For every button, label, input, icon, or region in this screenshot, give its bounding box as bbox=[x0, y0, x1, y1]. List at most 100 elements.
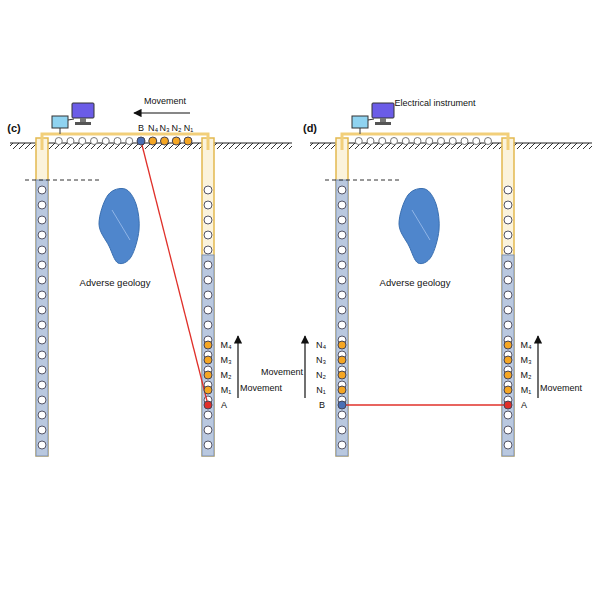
electrode-label: N₃ bbox=[316, 356, 326, 365]
borehole-electrode bbox=[38, 321, 46, 329]
surface-electrode bbox=[414, 138, 421, 145]
borehole-electrode bbox=[38, 336, 46, 344]
borehole-water bbox=[502, 255, 514, 456]
borehole-electrode bbox=[38, 366, 46, 374]
borehole-electrode bbox=[38, 276, 46, 284]
active-electrode bbox=[338, 386, 346, 394]
panel-illustration bbox=[305, 103, 592, 456]
computer-base bbox=[375, 122, 391, 125]
movement-arrow bbox=[537, 336, 538, 398]
borehole-electrode bbox=[204, 426, 212, 434]
surface-electrode bbox=[138, 138, 145, 145]
surface-electrode bbox=[79, 138, 86, 145]
borehole-electrode bbox=[38, 381, 46, 389]
borehole-electrode bbox=[504, 321, 512, 329]
movement-arrow bbox=[304, 336, 305, 398]
borehole-electrode bbox=[38, 351, 46, 359]
electrode-label: M₂ bbox=[521, 371, 532, 380]
borehole-water bbox=[202, 255, 214, 456]
active-electrode bbox=[504, 386, 512, 394]
active-electrode bbox=[204, 401, 212, 409]
borehole-electrode bbox=[504, 216, 512, 224]
borehole bbox=[502, 138, 514, 456]
electrode-label: M₄ bbox=[220, 341, 231, 350]
borehole-electrode bbox=[338, 216, 346, 224]
movement-label: Movement bbox=[261, 368, 303, 377]
electrode-label: M₁ bbox=[221, 386, 232, 395]
borehole-electrode bbox=[338, 186, 346, 194]
borehole-electrode bbox=[338, 231, 346, 239]
measurement-line bbox=[342, 404, 508, 405]
electrode-label: N₂ bbox=[316, 371, 326, 380]
active-electrode bbox=[504, 371, 512, 379]
instrument-label: Electrical instrument bbox=[394, 99, 475, 108]
active-electrode bbox=[338, 341, 346, 349]
borehole-electrode bbox=[204, 306, 212, 314]
geology-streak bbox=[112, 210, 130, 240]
borehole-water bbox=[336, 180, 348, 456]
surface-electrode bbox=[379, 138, 386, 145]
cable bbox=[342, 134, 508, 150]
cable-lead bbox=[359, 128, 360, 134]
borehole-electrode bbox=[38, 201, 46, 209]
borehole-electrode bbox=[504, 276, 512, 284]
active-electrode bbox=[161, 137, 169, 145]
borehole-electrode bbox=[204, 291, 212, 299]
borehole-electrode bbox=[38, 411, 46, 419]
surface-electrode bbox=[185, 138, 192, 145]
borehole-electrode bbox=[504, 261, 512, 269]
electrode-label: B bbox=[138, 124, 144, 133]
surface-electrode bbox=[91, 138, 98, 145]
borehole-electrode bbox=[504, 231, 512, 239]
borehole-electrode bbox=[504, 201, 512, 209]
borehole-electrode bbox=[38, 306, 46, 314]
borehole-electrode bbox=[504, 411, 512, 419]
panel-illustration bbox=[10, 103, 292, 456]
borehole-electrode bbox=[338, 306, 346, 314]
active-electrode bbox=[504, 356, 512, 364]
borehole-electrode bbox=[204, 411, 212, 419]
borehole-electrode bbox=[204, 441, 212, 449]
electrode-label: A bbox=[221, 401, 227, 410]
adverse-geology-body bbox=[399, 188, 439, 263]
instrument-box bbox=[52, 116, 68, 128]
active-electrode bbox=[172, 137, 180, 145]
water-level bbox=[25, 180, 100, 181]
surface-electrode bbox=[485, 138, 492, 145]
borehole-electrode bbox=[38, 231, 46, 239]
computer-monitor bbox=[372, 103, 394, 118]
surface-electrode bbox=[461, 138, 468, 145]
borehole-electrode bbox=[38, 291, 46, 299]
borehole-electrode bbox=[38, 186, 46, 194]
water-level bbox=[325, 180, 400, 181]
borehole-electrode bbox=[504, 246, 512, 254]
computer-monitor bbox=[72, 103, 94, 118]
surface-electrode bbox=[126, 138, 133, 145]
electrode-label: A bbox=[521, 401, 527, 410]
electrode-label: M₂ bbox=[221, 371, 232, 380]
borehole-electrode bbox=[338, 246, 346, 254]
electrode-label: M₃ bbox=[520, 356, 531, 365]
movement-label: Movement bbox=[540, 384, 582, 393]
borehole-electrode bbox=[504, 291, 512, 299]
borehole-electrode bbox=[204, 276, 212, 284]
surface-electrode bbox=[55, 138, 62, 145]
surface-electrode bbox=[355, 138, 362, 145]
region-label: Adverse geology bbox=[80, 278, 151, 288]
electrode-label: N₄ bbox=[316, 341, 326, 350]
surface-electrode bbox=[402, 138, 409, 145]
borehole-electrode bbox=[38, 246, 46, 254]
borehole-electrode bbox=[204, 231, 212, 239]
borehole bbox=[336, 138, 348, 456]
borehole-electrode bbox=[338, 321, 346, 329]
borehole-water bbox=[36, 180, 48, 456]
geology-streak bbox=[412, 210, 430, 240]
surface-electrode bbox=[173, 138, 180, 145]
active-electrode bbox=[204, 341, 212, 349]
borehole-electrode bbox=[204, 246, 212, 254]
borehole bbox=[202, 138, 214, 456]
borehole-electrode bbox=[38, 216, 46, 224]
computer-stand bbox=[80, 118, 86, 122]
computer-stand bbox=[380, 118, 386, 122]
